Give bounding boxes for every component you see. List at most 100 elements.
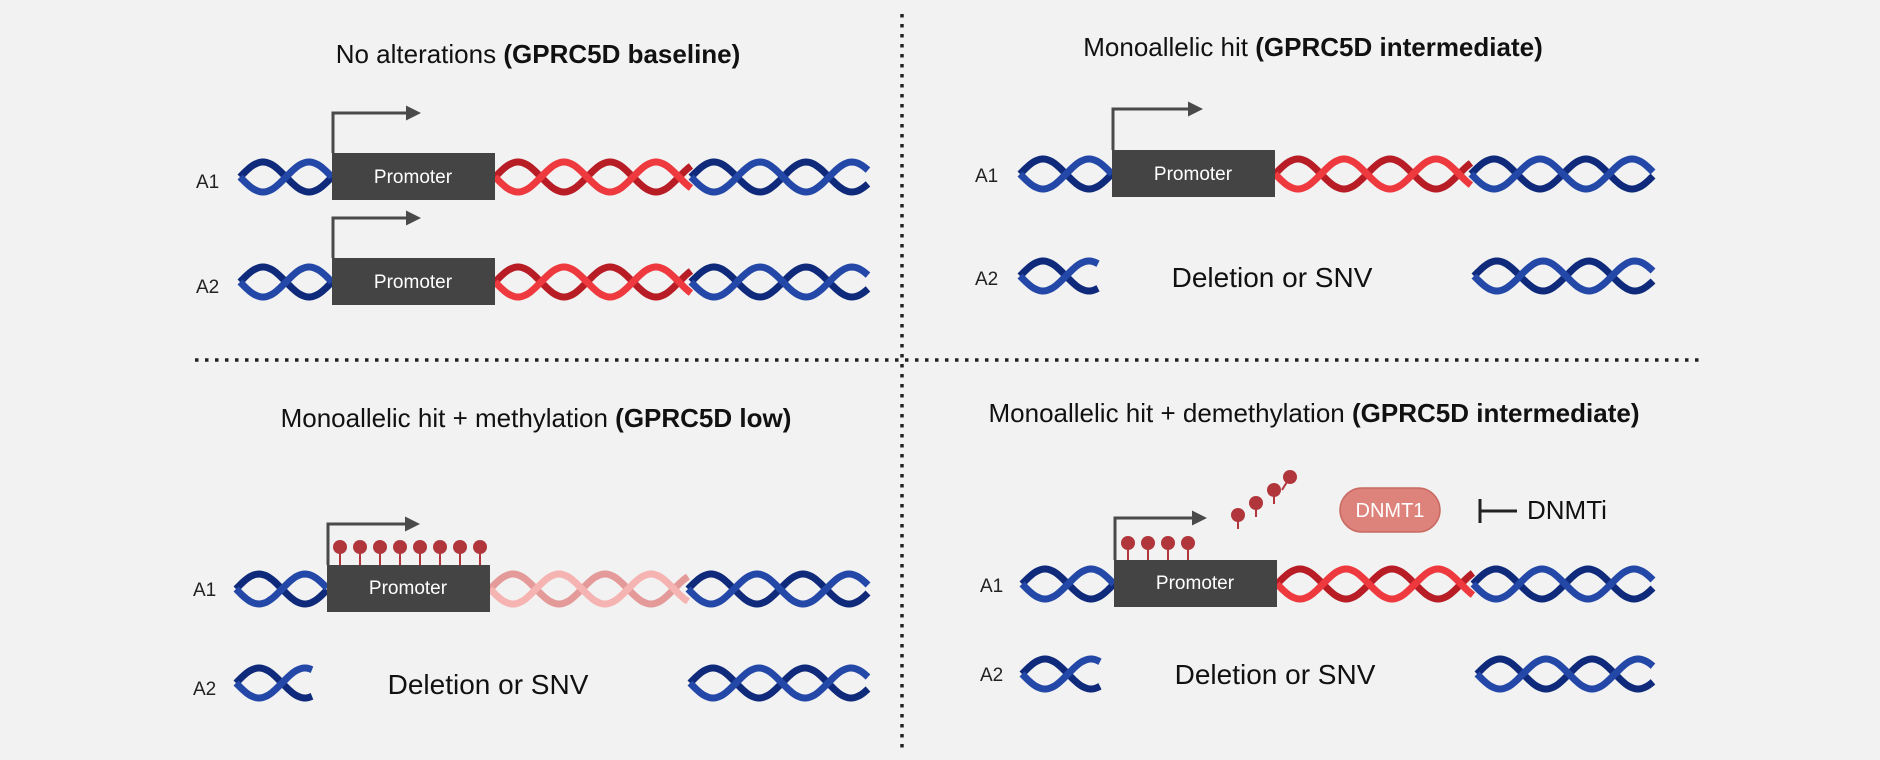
dnmt-inhibition: DNMTi bbox=[1478, 495, 1607, 525]
dna-helix bbox=[233, 570, 330, 608]
dna-row-a1: Promoter bbox=[1017, 101, 1656, 197]
gene-helix-gprc5d-silenced bbox=[487, 570, 690, 608]
promoter-box bbox=[1112, 150, 1275, 197]
allele-label-a2: A2 bbox=[975, 269, 998, 290]
methyl-group bbox=[1161, 536, 1175, 550]
helix-strand-back bbox=[688, 158, 871, 196]
promoter-box bbox=[327, 565, 490, 612]
allele-label-a2: A2 bbox=[193, 679, 216, 700]
promoter-label: Promoter bbox=[1156, 573, 1235, 594]
promoter-label: Promoter bbox=[374, 167, 453, 188]
dna-row-a1: Promoter bbox=[1019, 510, 1656, 607]
helix-strand-front bbox=[1019, 565, 1117, 603]
allele-label-a2: A2 bbox=[196, 277, 219, 298]
helix-strand-front bbox=[487, 570, 690, 608]
transcription-start-arrow bbox=[1111, 101, 1203, 150]
dnmti-label: DNMTi bbox=[1527, 495, 1607, 525]
dna-row-a2-deleted: Deletion or SNV bbox=[233, 664, 871, 702]
dna-helix bbox=[685, 570, 871, 608]
methyl-group bbox=[453, 540, 467, 554]
deletion-label: Deletion or SNV bbox=[388, 669, 589, 700]
methyl-group bbox=[1249, 496, 1263, 510]
gene-helix-gprc5d bbox=[1274, 565, 1476, 603]
transcription-start-arrow bbox=[1113, 510, 1207, 560]
released-methyl-mark bbox=[1249, 496, 1263, 517]
deletion-label: Deletion or SNV bbox=[1175, 659, 1376, 690]
transcription-start-arrow bbox=[326, 516, 420, 565]
helix-strand-back bbox=[1471, 257, 1656, 295]
helix-strand-front bbox=[685, 570, 871, 608]
released-methyl-mark bbox=[1281, 470, 1297, 491]
helix-strand-back bbox=[1474, 655, 1656, 693]
helix-strand-back bbox=[1272, 155, 1474, 193]
methyl-group bbox=[1267, 483, 1281, 497]
helix-strand-front bbox=[492, 158, 694, 196]
dna-row-a1: Promoter bbox=[233, 516, 871, 612]
dna-row-a2-deleted: Deletion or SNV bbox=[1017, 257, 1656, 295]
gene-helix-gprc5d bbox=[492, 158, 694, 196]
helix-strand-front bbox=[1471, 257, 1656, 295]
panel-monoallelic-demethylation: Monoallelic hit + demethylation (GPRC5D … bbox=[980, 398, 1656, 693]
promoter-label: Promoter bbox=[369, 578, 448, 599]
methyl-group bbox=[353, 540, 367, 554]
helix-strand-front bbox=[237, 158, 335, 196]
dna-helix bbox=[688, 158, 871, 196]
methyl-group bbox=[373, 540, 387, 554]
dna-row-a2: Promoter bbox=[237, 210, 871, 305]
promoter-label: Promoter bbox=[1154, 164, 1233, 185]
helix-strand-back bbox=[233, 664, 314, 702]
dna-helix-fragment bbox=[1017, 257, 1100, 295]
helix-strand-front bbox=[687, 664, 871, 702]
promoter-box bbox=[1114, 560, 1277, 607]
helix-strand-front bbox=[1272, 155, 1474, 193]
dna-helix bbox=[688, 263, 871, 301]
helix-strand-back bbox=[487, 570, 690, 608]
helix-strand-front bbox=[1019, 655, 1102, 693]
transcription-start-arrow bbox=[331, 105, 421, 153]
methyl-group bbox=[1141, 536, 1155, 550]
allele-label-a1: A1 bbox=[193, 580, 216, 601]
methyl-group bbox=[413, 540, 427, 554]
dna-helix bbox=[1017, 155, 1115, 193]
dna-row-a1: Promoter bbox=[237, 105, 871, 200]
transcription-start-arrow bbox=[331, 210, 421, 258]
allele-label-a1: A1 bbox=[196, 172, 219, 193]
dna-helix bbox=[1470, 565, 1656, 603]
helix-strand-front bbox=[1474, 655, 1656, 693]
helix-strand-back bbox=[687, 664, 871, 702]
helix-strand-front bbox=[492, 263, 694, 301]
promoter-box bbox=[332, 258, 495, 305]
promoter-label: Promoter bbox=[374, 272, 453, 293]
helix-strand-back bbox=[1017, 257, 1100, 295]
helix-strand-front bbox=[233, 664, 314, 702]
helix-strand-front bbox=[237, 263, 335, 301]
methylation-marks bbox=[333, 540, 487, 565]
dna-helix bbox=[1019, 565, 1117, 603]
helix-strand-back bbox=[1274, 565, 1476, 603]
gene-helix-gprc5d bbox=[1272, 155, 1474, 193]
dna-row-a2-deleted: Deletion or SNV bbox=[1019, 655, 1656, 693]
helix-strand-back bbox=[688, 263, 871, 301]
panel-title: Monoallelic hit (GPRC5D intermediate) bbox=[1083, 32, 1542, 62]
methyl-group bbox=[1121, 536, 1135, 550]
dna-helix bbox=[237, 158, 335, 196]
panel-monoallelic-hit: Monoallelic hit (GPRC5D intermediate) A1… bbox=[975, 32, 1656, 295]
helix-strand-front bbox=[688, 263, 871, 301]
released-methyl-mark bbox=[1267, 483, 1281, 504]
released-methyl-groups bbox=[1231, 470, 1297, 529]
helix-strand-front bbox=[688, 158, 871, 196]
released-methyl-mark bbox=[1231, 508, 1245, 529]
helix-strand-back bbox=[492, 263, 694, 301]
dna-helix-fragment bbox=[233, 664, 314, 702]
dna-helix-fragment bbox=[687, 664, 871, 702]
methyl-group bbox=[433, 540, 447, 554]
helix-strand-front bbox=[1274, 565, 1476, 603]
helix-strand-front bbox=[1017, 257, 1100, 295]
panel-no-alterations: No alterations (GPRC5D baseline) A1 A2 P… bbox=[196, 39, 871, 305]
methyl-group bbox=[473, 540, 487, 554]
methyl-group bbox=[1231, 508, 1245, 522]
dna-helix bbox=[1468, 155, 1656, 193]
promoter-box bbox=[332, 153, 495, 200]
panel-title: No alterations (GPRC5D baseline) bbox=[336, 39, 741, 69]
